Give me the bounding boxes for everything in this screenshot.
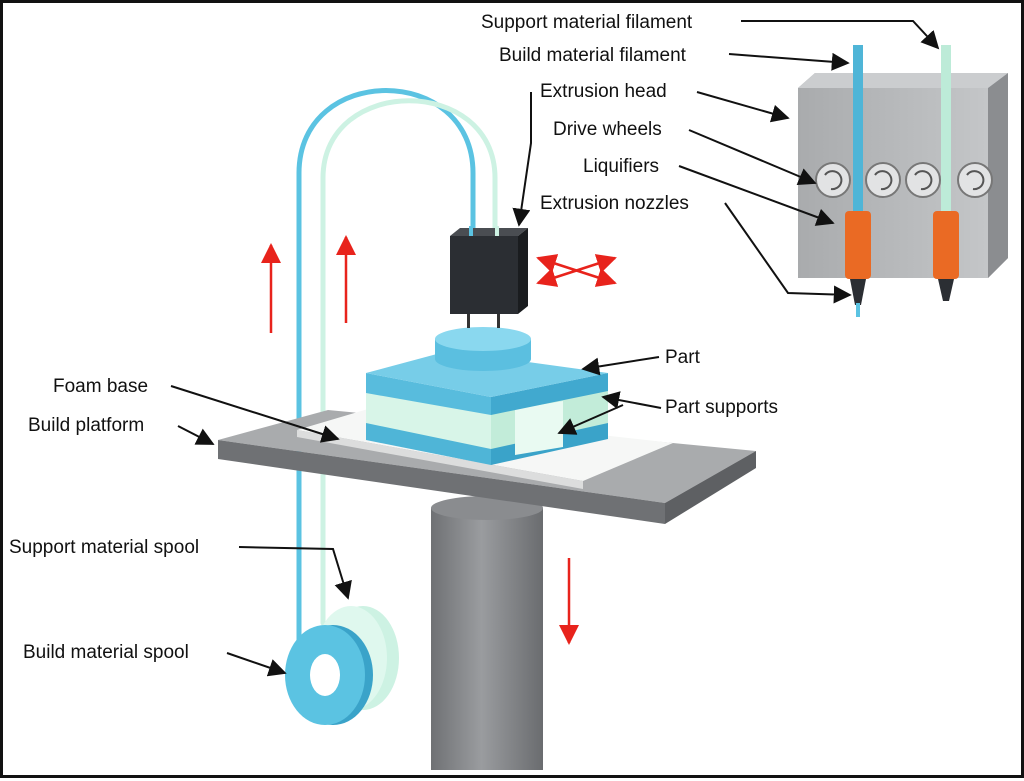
detail-support-filament xyxy=(941,45,951,217)
build-filament-tube xyxy=(296,88,476,646)
drive-wheels-group xyxy=(815,162,993,198)
extrusion-head-detail xyxy=(798,45,1008,317)
labels: Support material filament Build material… xyxy=(9,12,778,663)
label-part-supports: Part supports xyxy=(665,397,778,418)
label-support-material-spool: Support material spool xyxy=(9,537,199,558)
liquifier-support xyxy=(933,211,959,279)
motion-arrows xyxy=(261,235,617,645)
liquifier-build xyxy=(845,211,871,279)
nozzle-build xyxy=(850,279,866,305)
printed-part xyxy=(366,327,608,465)
filament-tubes xyxy=(296,88,498,646)
head-xy-arrow-2 xyxy=(536,254,617,287)
extrusion-head xyxy=(450,226,528,328)
label-support-material-filament: Support material filament xyxy=(481,12,693,33)
support-column xyxy=(431,496,543,770)
leader-lines xyxy=(170,20,940,677)
label-foam-base: Foam base xyxy=(53,376,148,397)
label-liquifiers: Liquifiers xyxy=(583,156,659,177)
label-build-platform: Build platform xyxy=(28,415,144,436)
support-filament-tube xyxy=(320,98,498,626)
label-drive-wheels: Drive wheels xyxy=(553,119,662,140)
label-extrusion-nozzles: Extrusion nozzles xyxy=(540,193,689,214)
detail-build-filament xyxy=(853,45,863,217)
label-part: Part xyxy=(665,347,701,368)
label-build-material-spool: Build material spool xyxy=(23,642,189,663)
build-material-spool xyxy=(285,625,373,725)
nozzle-support xyxy=(938,279,954,301)
label-build-material-filament: Build material filament xyxy=(499,45,687,66)
fdm-diagram: Support material filament Build material… xyxy=(9,12,1008,770)
label-extrusion-head: Extrusion head xyxy=(540,81,667,102)
